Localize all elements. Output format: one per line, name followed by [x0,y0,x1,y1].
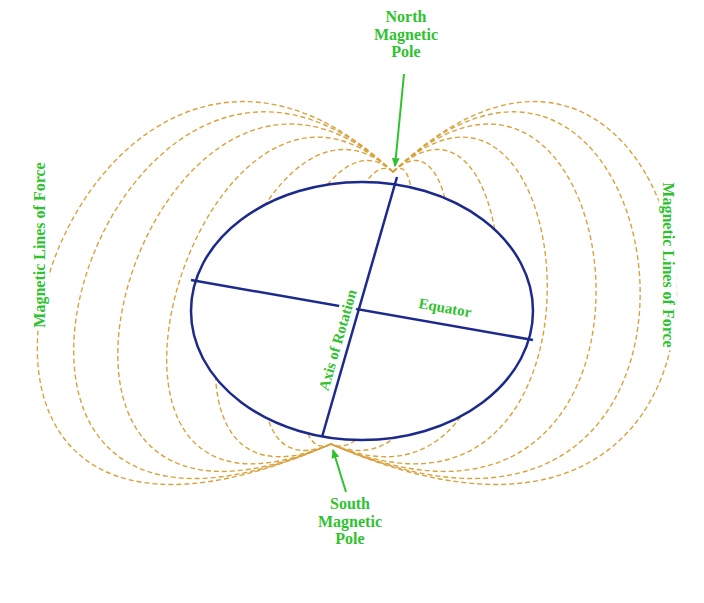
south-pointer [333,450,346,492]
earth-ellipse: Axis of RotationEquator [190,180,534,442]
field-lines-label: Magnetic Lines of Force [31,159,49,330]
north-pointer [395,74,404,166]
earth-outline [190,180,534,442]
north-pole-label: North Magnetic Pole [360,8,452,61]
field-lines-label: Magnetic Lines of Force [659,179,677,350]
south-pole-label: South Magnetic Pole [304,495,396,548]
